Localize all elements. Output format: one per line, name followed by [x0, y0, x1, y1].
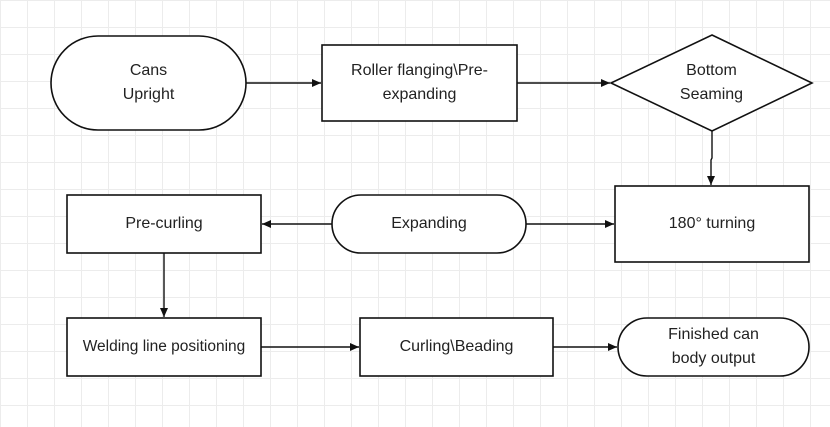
node-welding-line-shape: [66, 317, 262, 377]
node-turning-180-shape: [614, 185, 810, 263]
node-curling-beading-shape: [359, 317, 554, 377]
node-pre-curling-shape: [66, 194, 262, 254]
node-expanding-shape: [331, 194, 527, 254]
edge-bottom-to-turning: [707, 131, 715, 185]
node-roller-flanging-shape: [321, 44, 518, 122]
node-cans-upright-shape: [50, 35, 247, 131]
node-finished-output-shape: [617, 317, 810, 377]
node-bottom-seaming-shape: [609, 34, 814, 132]
connectors: [160, 79, 715, 351]
